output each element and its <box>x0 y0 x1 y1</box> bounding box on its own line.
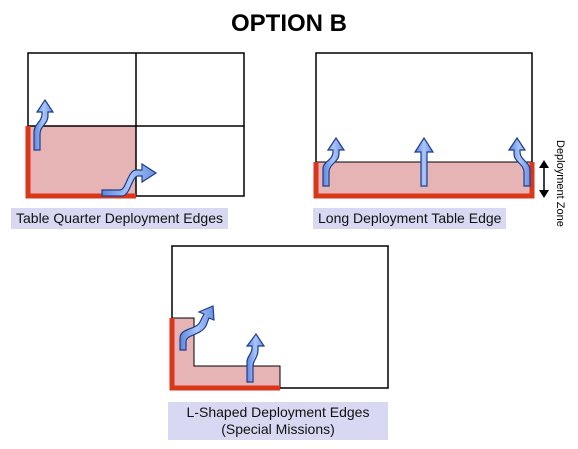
arrow-icon <box>413 136 435 187</box>
quarter-zone <box>27 125 137 197</box>
lshape-label-line2: (Special Missions) <box>221 421 335 437</box>
lshape-label: L-Shaped Deployment Edges (Special Missi… <box>168 402 388 440</box>
deployment-zone-label: Deployment Zone <box>554 140 566 227</box>
long-table <box>313 52 549 199</box>
long-label: Long Deployment Table Edge <box>313 208 507 229</box>
lshape-table <box>169 245 389 391</box>
quarter-label: Table Quarter Deployment Edges <box>11 208 228 229</box>
lshape-zone <box>171 317 281 389</box>
arrow-icon <box>245 332 266 383</box>
zone-depth-arrow-icon <box>539 160 549 198</box>
arrow-icon <box>179 305 215 351</box>
quarter-table <box>25 52 245 199</box>
lshape-deployment-edge <box>169 318 280 391</box>
page-title: OPTION B <box>230 10 347 37</box>
quarter-deployment-edge <box>25 126 136 199</box>
arrow-icon <box>101 162 158 197</box>
arrow-icon <box>507 136 531 187</box>
arrow-icon <box>33 98 55 151</box>
lshape-label-line1: L-Shaped Deployment Edges <box>186 404 370 420</box>
long-deployment-edge <box>313 162 535 199</box>
arrow-icon <box>322 136 346 187</box>
